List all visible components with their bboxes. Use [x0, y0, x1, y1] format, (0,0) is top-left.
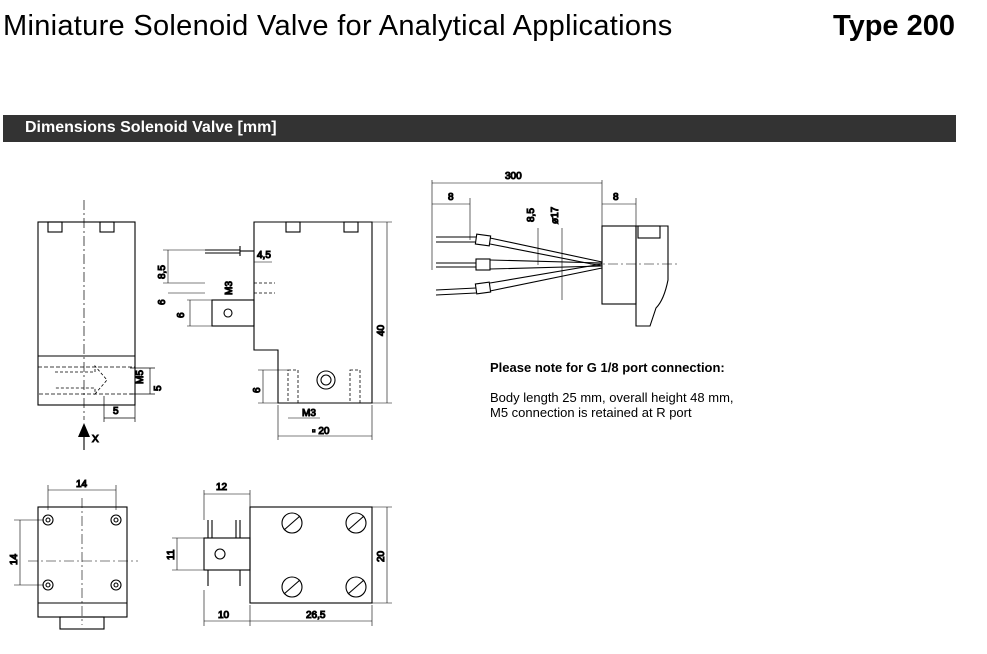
dim-5-bottom: 5	[113, 406, 119, 417]
cable-view-drawing	[431, 180, 680, 327]
dim-5-side: 5	[153, 385, 164, 391]
dim-6-c: 6	[252, 387, 263, 393]
dim-8-left: 8	[448, 192, 454, 203]
type-label: Type 200	[833, 10, 955, 42]
dim-20-right: 20	[376, 550, 387, 562]
dim-14-top: 14	[76, 479, 88, 490]
dim-12: 12	[216, 482, 228, 493]
dim-m3-bottom: M3	[302, 408, 316, 419]
side-view-drawing	[163, 221, 392, 440]
section-title: Dimensions Solenoid Valve [mm]	[25, 119, 277, 136]
dim-300: 300	[505, 171, 522, 182]
dim-6-a: 6	[157, 299, 168, 305]
dim-14-side: 14	[9, 553, 20, 565]
port-connection-note: Please note for G 1/8 port connection: B…	[490, 360, 734, 420]
dim-8-5-side: 8,5	[157, 265, 168, 279]
dim-diameter-17: ø17	[550, 206, 561, 224]
dim-8-right: 8	[613, 192, 619, 203]
dim-6-b: 6	[176, 312, 187, 318]
section-header-bar: Dimensions Solenoid Valve [mm]	[3, 115, 956, 142]
dim-40: 40	[376, 324, 387, 336]
dim-m3-top: M3	[224, 281, 235, 295]
dim-8-5-top: 8,5	[526, 208, 537, 222]
dim-4-5: 4,5	[257, 250, 271, 261]
note-line-2: M5 connection is retained at R port	[490, 405, 692, 420]
dim-11: 11	[166, 549, 177, 560]
note-heading: Please note for G 1/8 port connection:	[490, 360, 725, 375]
dim-10: 10	[218, 610, 230, 621]
dim-20-square: ▫ 20	[312, 426, 330, 437]
note-line-1: Body length 25 mm, overall height 48 mm,	[490, 390, 734, 405]
dim-m5: M5	[135, 370, 146, 384]
front-view-drawing	[37, 200, 155, 450]
x-label: X	[92, 434, 99, 445]
dim-26-5: 26,5	[306, 610, 326, 621]
top-view-drawing	[172, 490, 392, 626]
bottom-view-drawing	[14, 485, 138, 630]
page-title: Miniature Solenoid Valve for Analytical …	[3, 10, 673, 42]
